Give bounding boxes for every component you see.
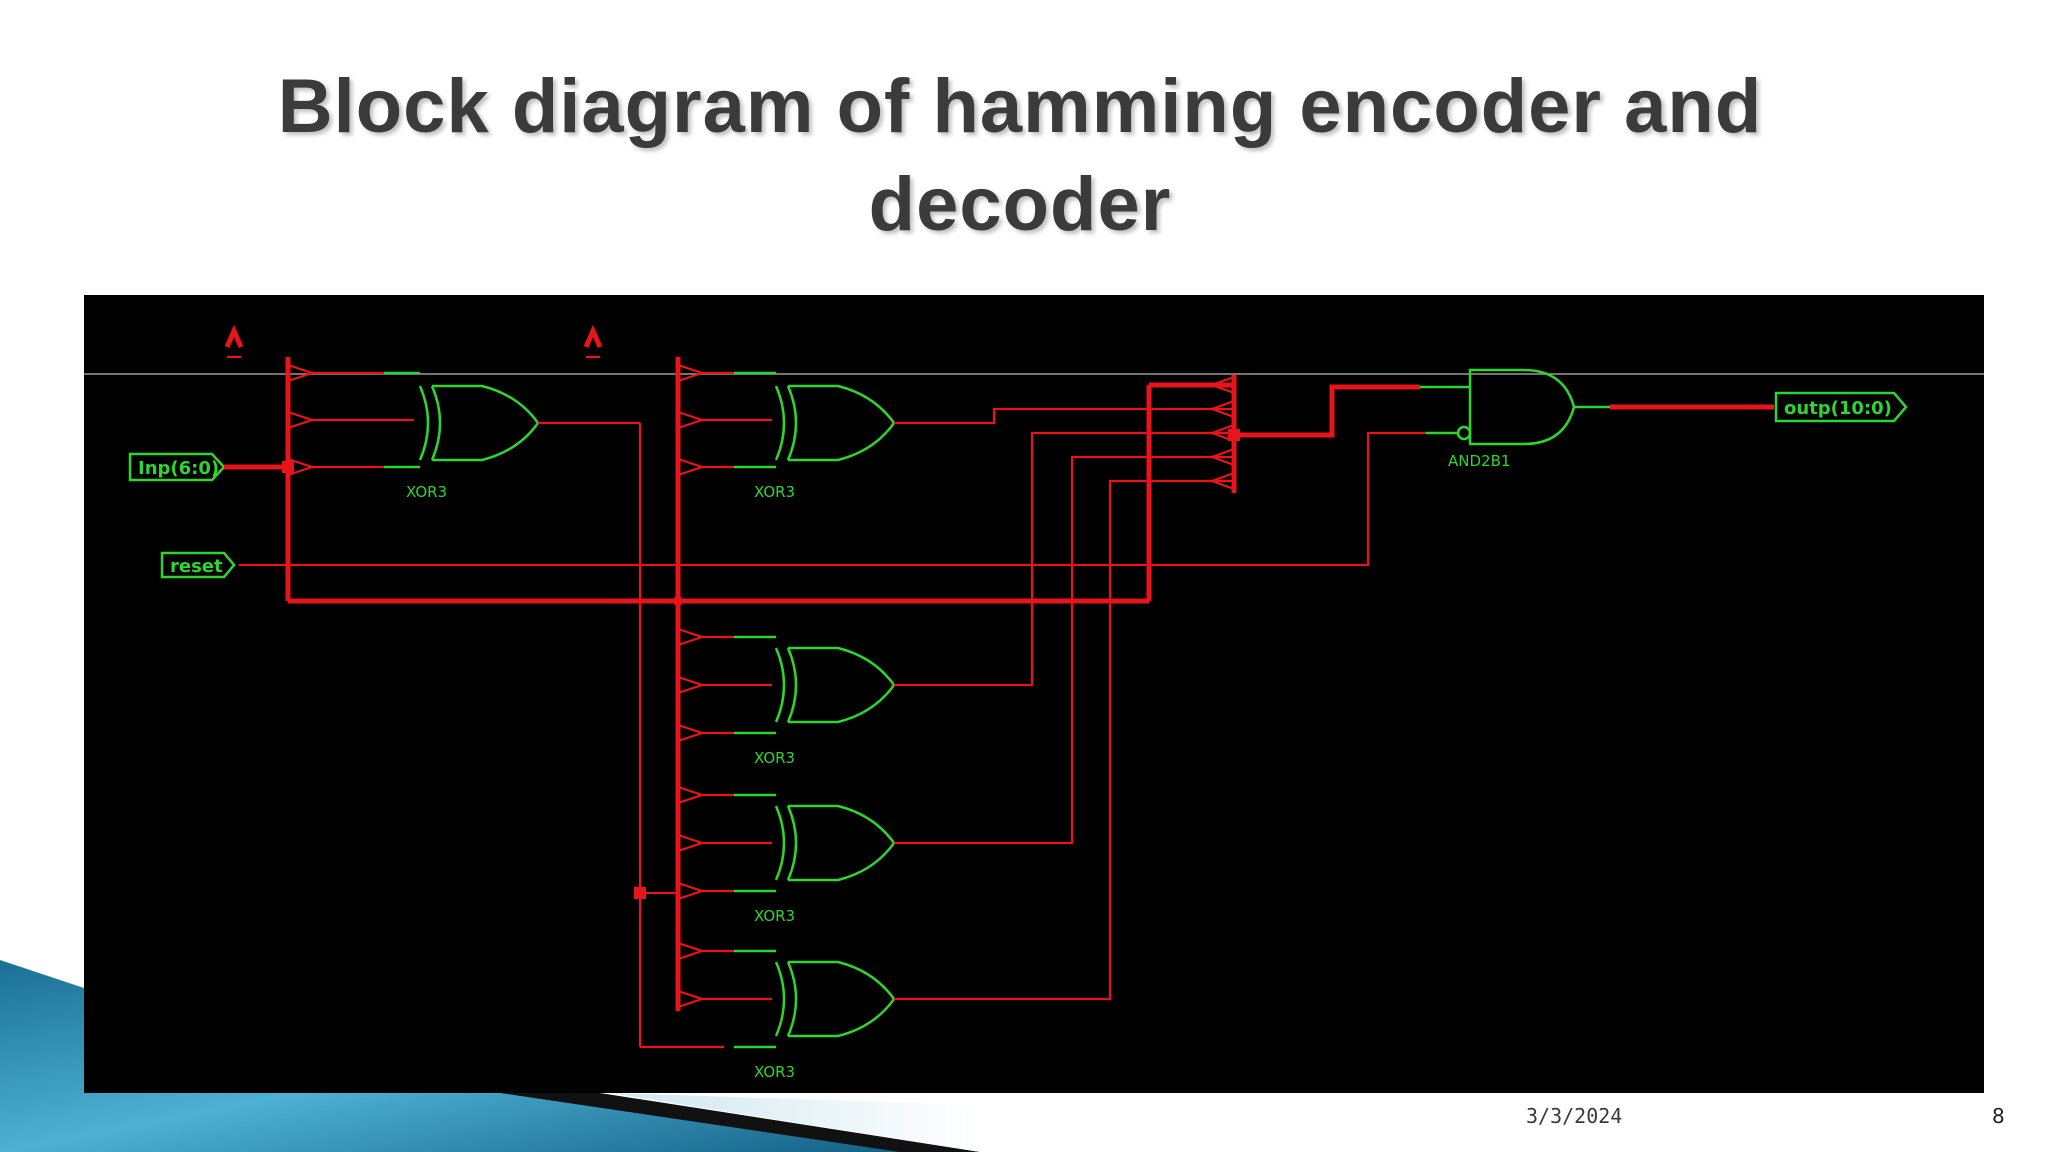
xor3-gate-1: XOR3 xyxy=(384,371,540,501)
xor3-label-4: XOR3 xyxy=(754,907,795,925)
bus-arrow-mid xyxy=(583,324,603,359)
xor3-label-5: XOR3 xyxy=(754,1063,795,1081)
xor3-gate-3: XOR3 xyxy=(734,635,896,767)
slide-title: Block diagram of hamming encoder and dec… xyxy=(277,64,1763,247)
and2b1-label: AND2B1 xyxy=(1448,452,1510,470)
output-port: outp(10:0) xyxy=(1774,391,1908,423)
xor3-label-2: XOR3 xyxy=(754,483,795,501)
slide-date: 3/3/2024 xyxy=(1526,1104,1623,1128)
xor3-label-3: XOR3 xyxy=(754,749,795,767)
schematic-canvas: XOR3 XOR3 xyxy=(84,295,1984,1093)
junction-input xyxy=(282,461,294,473)
reset-port: reset xyxy=(160,551,236,579)
xor3-gate-2: XOR3 xyxy=(734,371,896,501)
and2b1-gate: AND2B1 xyxy=(1420,368,1576,470)
output-port-label: outp(10:0) xyxy=(1784,398,1892,419)
schematic-svg: XOR3 XOR3 xyxy=(84,324,1984,1081)
reset-port-label: reset xyxy=(170,556,223,577)
bus-arrow-left xyxy=(224,324,244,359)
slide-number: 8 xyxy=(1992,1104,2005,1128)
input-port: Inp(6:0) xyxy=(128,452,226,482)
xor3-gate-4: XOR3 xyxy=(734,793,896,925)
xor3-gate-5: XOR3 xyxy=(734,949,896,1081)
input-port-label: Inp(6:0) xyxy=(138,458,219,479)
corner-decoration xyxy=(0,960,980,1152)
xor3-label-1: XOR3 xyxy=(406,483,447,501)
